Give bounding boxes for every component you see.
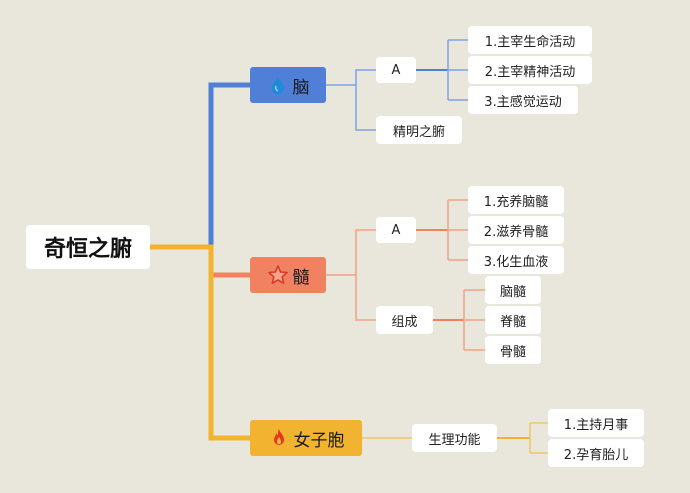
composition-leaf-1-label: 脑髓: [499, 284, 526, 300]
brain-function-node[interactable]: A: [376, 57, 416, 83]
composition-leaf-3[interactable]: 骨髓: [485, 336, 541, 364]
root-label: 奇恒之腑: [43, 237, 132, 262]
uterus-leaf-2[interactable]: 2.孕育胎儿: [548, 439, 644, 467]
brain-function-label: A: [391, 62, 401, 78]
uterus-function-label: 生理功能: [428, 432, 481, 448]
composition-leaf-2[interactable]: 脊髓: [485, 306, 541, 334]
brain-leaf-2[interactable]: 2.主宰精神活动: [468, 56, 592, 84]
star-icon: [267, 264, 289, 286]
branch-uterus-label: 女子胞: [293, 430, 345, 451]
composition-leaf-3-label: 骨髓: [499, 344, 526, 360]
brain-leaf-1[interactable]: 1.主宰生命活动: [468, 26, 592, 54]
uterus-leaf-1[interactable]: 1.主持月事: [548, 409, 644, 437]
drop-icon: [267, 74, 289, 96]
uterus-leaf-2-label: 2.孕育胎儿: [563, 447, 629, 463]
trunk-brain: [150, 82, 250, 250]
marrow-leaf-2[interactable]: 2.滋养骨髓: [468, 216, 564, 244]
marrow-leaf-3-label: 3.化生血液: [483, 254, 549, 270]
branch-uterus[interactable]: 女子胞: [250, 420, 362, 456]
composition-leaf-1[interactable]: 脑髓: [485, 276, 541, 304]
root-node[interactable]: 奇恒之腑: [26, 225, 150, 269]
marrow-leaf-2-label: 2.滋养骨髓: [483, 224, 549, 240]
branch-marrow[interactable]: 髓: [250, 257, 326, 293]
brain-alias-label: 精明之腑: [392, 124, 445, 140]
marrow-composition-node[interactable]: 组成: [376, 306, 433, 334]
marrow-leaf-1[interactable]: 1.充养脑髓: [468, 186, 564, 214]
brain-leaf-3-label: 3.主感觉运动: [484, 94, 562, 110]
marrow-leaf-3[interactable]: 3.化生血液: [468, 246, 564, 274]
branch-brain[interactable]: 脑: [250, 67, 326, 103]
branch-brain-label: 脑: [292, 77, 310, 98]
brain-leaf-3[interactable]: 3.主感觉运动: [468, 86, 578, 114]
marrow-function-label: A: [391, 222, 401, 238]
marrow-leaf-1-label: 1.充养脑髓: [483, 194, 549, 210]
brain-leaf-1-label: 1.主宰生命活动: [484, 34, 576, 50]
brain-leaf-2-label: 2.主宰精神活动: [484, 64, 576, 80]
composition-leaf-2-label: 脊髓: [499, 314, 526, 330]
brain-alias-node[interactable]: 精明之腑: [376, 116, 462, 144]
marrow-composition-label: 组成: [391, 314, 418, 330]
trunk-uterus: [150, 244, 250, 441]
trunk-marrow: [150, 244, 250, 278]
fire-icon: [268, 427, 290, 449]
uterus-leaf-1-label: 1.主持月事: [563, 417, 629, 433]
uterus-function-node[interactable]: 生理功能: [412, 424, 497, 452]
branch-marrow-label: 髓: [292, 267, 310, 288]
marrow-function-node[interactable]: A: [376, 217, 416, 243]
